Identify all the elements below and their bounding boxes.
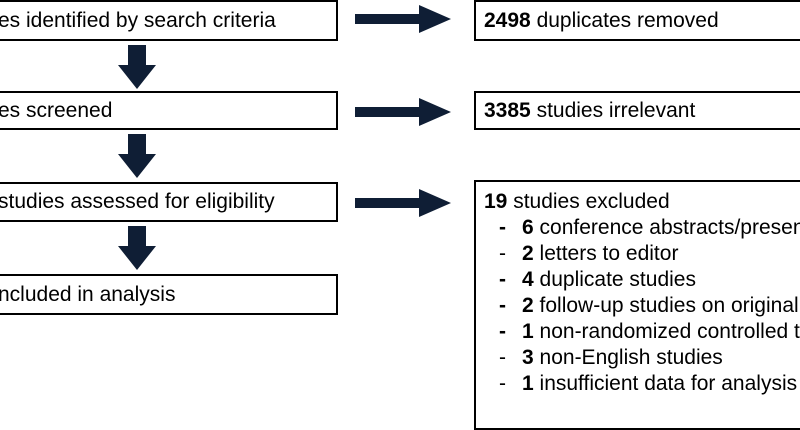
exclusion-reason-text: insufficient data for analysis — [539, 372, 798, 395]
duplicates-removed-box: 2498 duplicates removed — [474, 0, 800, 41]
screened-records-box: es screened — [0, 91, 338, 130]
list-bullet: - — [499, 346, 506, 369]
exclusion-reason-item: -6 conference abstracts/presentations — [499, 215, 800, 241]
irrelevant-studies-text: studies irrelevant — [536, 99, 696, 122]
right-arrow-icon — [355, 5, 451, 33]
exclusion-reason-count: 1 — [522, 320, 534, 343]
exclusion-reason-count: 1 — [522, 372, 534, 395]
excluded-studies-box: 19 studies excluded -6 conference abstra… — [474, 180, 800, 430]
excluded-studies-text: studies excluded — [513, 190, 670, 213]
eligibility-assessment-text: studies assessed for eligibility — [0, 190, 275, 213]
exclusion-reason-text: follow-up studies on original trials — [539, 294, 800, 317]
identified-records-text: es identified by search criteria — [0, 9, 276, 32]
down-arrow-icon — [118, 45, 156, 89]
right-arrow-icon — [355, 189, 451, 217]
exclusion-reason-item: -1 insufficient data for analysis — [499, 371, 800, 397]
screened-records-text: es screened — [0, 99, 113, 122]
included-studies-box: ncluded in analysis — [0, 274, 338, 315]
irrelevant-studies-box: 3385 studies irrelevant — [474, 91, 800, 130]
exclusion-reason-text: non-English studies — [539, 346, 723, 369]
exclusion-reason-count: 3 — [522, 346, 534, 369]
exclusion-reason-text: duplicate studies — [539, 268, 696, 291]
exclusion-reason-count: 2 — [522, 242, 534, 265]
exclusion-reason-text: letters to editor — [539, 242, 679, 265]
identified-records-box: es identified by search criteria — [0, 0, 338, 41]
exclusion-reason-count: 4 — [522, 268, 534, 291]
exclusion-reason-item: -1 non-randomized controlled trial — [499, 319, 800, 345]
exclusion-reason-item: -4 duplicate studies — [499, 267, 800, 293]
duplicates-removed-text: duplicates removed — [536, 9, 719, 32]
duplicates-removed-count: 2498 — [484, 9, 531, 32]
exclusion-reason-text: non-randomized controlled trial — [539, 320, 800, 343]
list-bullet: - — [499, 242, 506, 265]
excluded-studies-heading: 19 studies excluded — [484, 190, 800, 214]
exclusion-reasons-list: -6 conference abstracts/presentations-2 … — [484, 215, 800, 397]
exclusion-reason-text: conference abstracts/presentations — [539, 216, 800, 239]
down-arrow-icon — [118, 134, 156, 178]
list-bullet: - — [499, 268, 506, 291]
list-bullet: - — [499, 216, 506, 239]
list-bullet: - — [499, 294, 506, 317]
eligibility-assessment-box: studies assessed for eligibility — [0, 182, 338, 222]
irrelevant-studies-count: 3385 — [484, 99, 531, 122]
excluded-studies-count: 19 — [484, 190, 508, 213]
exclusion-reason-count: 2 — [522, 294, 534, 317]
list-bullet: - — [499, 320, 506, 343]
included-studies-text: ncluded in analysis — [0, 283, 176, 306]
exclusion-reason-count: 6 — [522, 216, 534, 239]
exclusion-reason-item: -3 non-English studies — [499, 345, 800, 371]
down-arrow-icon — [118, 226, 156, 270]
exclusion-reason-item: -2 follow-up studies on original trials — [499, 293, 800, 319]
list-bullet: - — [499, 372, 506, 395]
exclusion-reason-item: -2 letters to editor — [499, 241, 800, 267]
right-arrow-icon — [355, 98, 451, 126]
